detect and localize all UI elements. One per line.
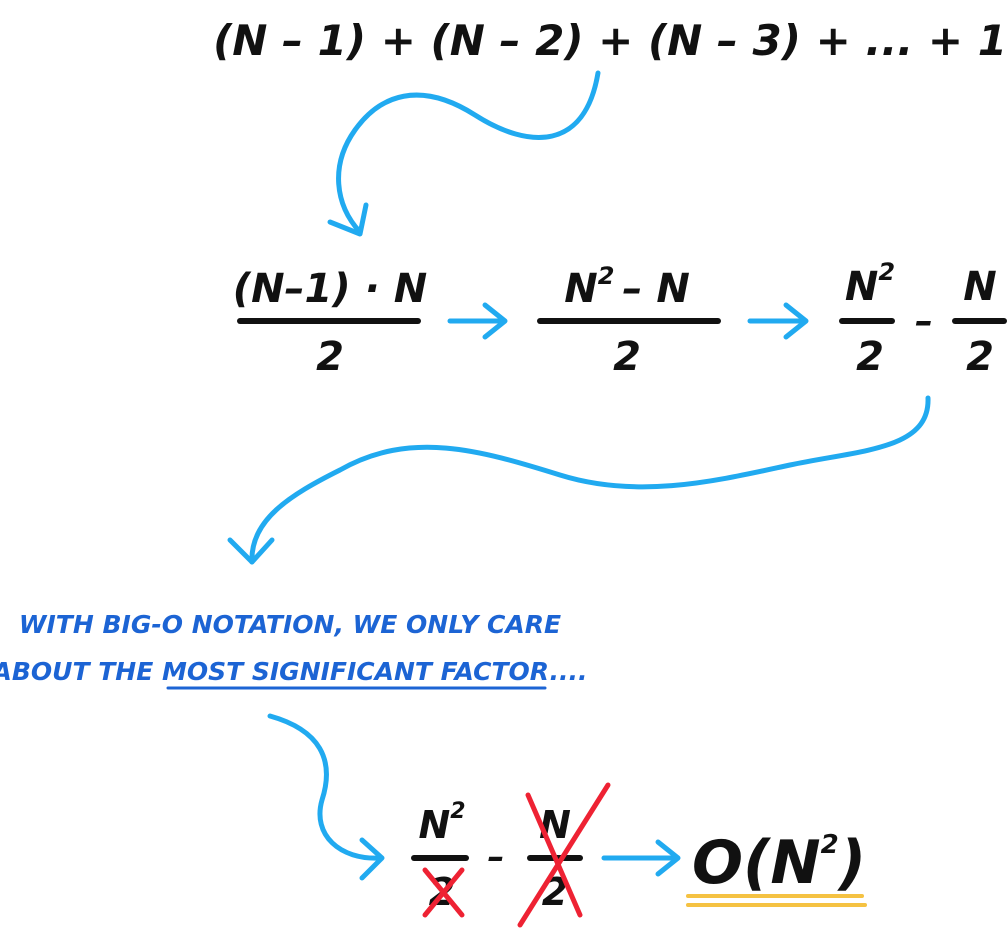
note-line-2-prefix: ABOUT THE xyxy=(0,657,162,686)
step1-numerator: (N–1) · N xyxy=(233,266,427,312)
final-right-num: N xyxy=(539,803,571,847)
svg-text:N2– N: N2– N xyxy=(564,262,690,312)
step2-numerator-rest: – N xyxy=(622,266,689,312)
fraction-step-2: N2– N 2 xyxy=(537,262,721,380)
step3-left-num-base: N xyxy=(845,264,878,310)
fraction-step-3: N2 2 – N 2 xyxy=(839,258,1007,380)
curvy-arrow-1 xyxy=(327,70,601,237)
strike-x-left-denominator xyxy=(422,867,465,918)
result-exp: 2 xyxy=(821,830,839,860)
step2-numerator-exp: 2 xyxy=(598,262,615,290)
step3-right-den: 2 xyxy=(966,334,994,380)
strike-x-right-fraction xyxy=(517,782,611,928)
step2-denominator: 2 xyxy=(613,334,641,380)
svg-text:N2: N2 xyxy=(418,799,465,847)
series-sum: (N – 1) + (N – 2) + (N – 3) + ... + 1 xyxy=(213,16,1007,65)
step3-left-den: 2 xyxy=(856,334,884,380)
step3-left-num-exp: 2 xyxy=(878,258,895,286)
curvy-arrow-3 xyxy=(267,713,385,881)
note-line-2-suffix: .... xyxy=(549,657,587,686)
step3-right-num: N xyxy=(963,264,996,310)
final-minus: – xyxy=(488,837,505,877)
note-line-1: WITH BIG-O NOTATION, WE ONLY CARE xyxy=(19,610,561,639)
arrow-right-2 xyxy=(747,302,809,340)
final-fractions: N2 2 – N 2 xyxy=(411,782,611,928)
final-left-num-base: N xyxy=(418,803,450,847)
big-o-note: WITH BIG-O NOTATION, WE ONLY CARE ABOUT … xyxy=(0,610,587,690)
svg-text:ABOUT THE MOST SIGNIFICANT FAC: ABOUT THE MOST SIGNIFICANT FACTOR.... xyxy=(0,657,587,686)
step3-minus: – xyxy=(915,301,933,342)
svg-text:O(N2): O(N2) xyxy=(692,828,866,898)
result-suffix: ) xyxy=(837,828,866,898)
step1-denominator: 2 xyxy=(316,334,344,380)
svg-text:N2: N2 xyxy=(845,258,895,310)
big-o-result: O(N2) xyxy=(686,828,867,907)
step2-numerator-base: N xyxy=(564,266,597,312)
fraction-step-1: (N–1) · N 2 xyxy=(233,266,427,380)
arrow-right-final xyxy=(601,839,681,877)
wavy-arrow-2 xyxy=(227,395,931,565)
note-line-2-emphasis: MOST SIGNIFICANT FACTOR xyxy=(162,657,550,686)
result-prefix: O(N xyxy=(692,828,821,898)
final-left-num-exp: 2 xyxy=(450,799,465,824)
arrow-right-1 xyxy=(447,302,508,340)
